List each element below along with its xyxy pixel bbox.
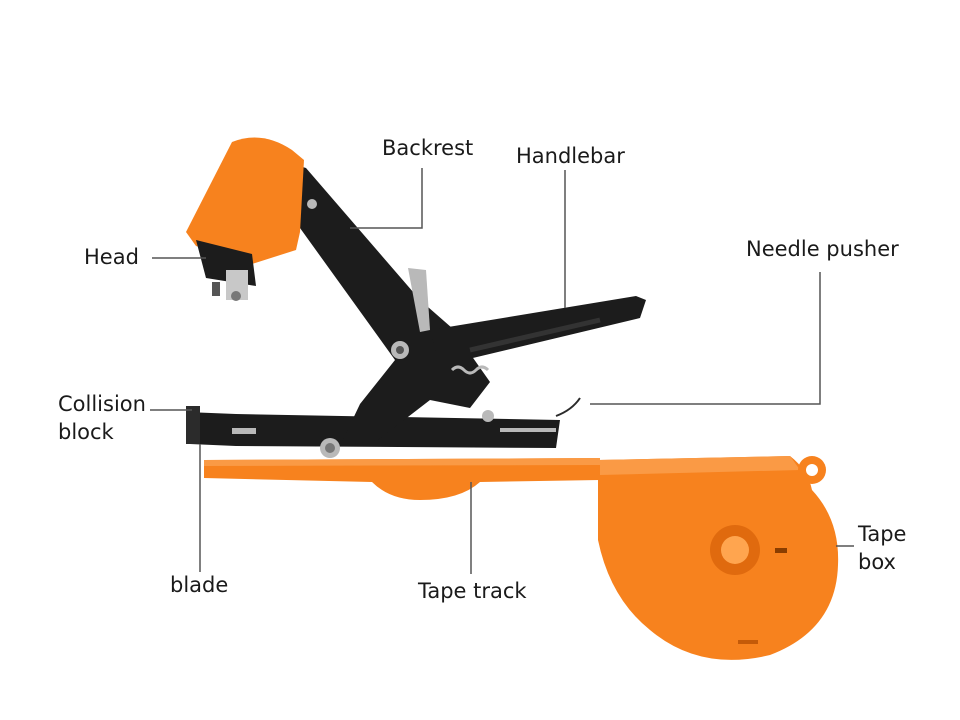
handlebar-shape — [408, 268, 646, 362]
main-arm-shape — [286, 162, 494, 446]
label-collision-block: Collision block — [58, 390, 146, 446]
label-tape-box-line1: Tape — [858, 522, 907, 546]
leader-needle-pusher — [590, 272, 821, 405]
label-handlebar: Handlebar — [516, 144, 625, 168]
label-head: Head — [84, 245, 139, 269]
label-collision-block-line1: Collision — [58, 392, 146, 416]
leader-lines — [150, 168, 854, 574]
label-backrest: Backrest — [382, 136, 474, 160]
label-collision-block-line2: block — [58, 420, 114, 444]
label-tape-track: Tape track — [418, 579, 527, 603]
tape-box-shape — [598, 456, 839, 660]
leader-backrest — [350, 168, 423, 229]
label-needle-pusher: Needle pusher — [746, 237, 899, 261]
label-tape-box: Tape box — [858, 520, 906, 576]
label-tape-box-line2: box — [858, 550, 896, 574]
tape-track-shape — [204, 458, 600, 500]
head-shape — [186, 137, 304, 301]
label-blade: blade — [170, 573, 229, 597]
needle-pusher-wire — [555, 397, 581, 417]
